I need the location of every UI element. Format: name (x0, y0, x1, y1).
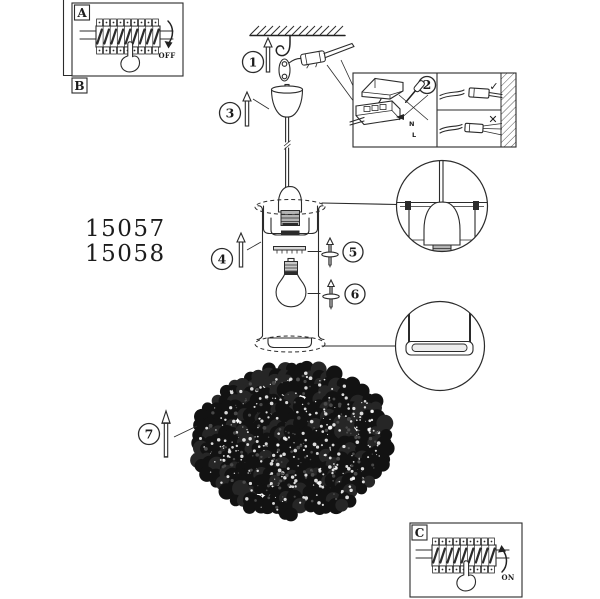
pendant-cord (283, 116, 291, 189)
step-3-number: 3 (226, 106, 235, 121)
retainer-disc (273, 246, 306, 254)
cable-connector-icon (300, 50, 326, 69)
step-4: 4 (210, 232, 262, 271)
step-3: 3 (218, 91, 270, 127)
glass-cylinder (254, 199, 326, 353)
bottom-ring-dashed (254, 335, 326, 353)
up-arrow-icon (236, 232, 246, 268)
up-arrow-icon (263, 37, 273, 73)
detail-leader-top (321, 202, 399, 206)
section-c-box: C ON (409, 522, 523, 598)
detail-circle-base (394, 300, 486, 392)
step-5: 5 (307, 237, 364, 269)
socket-cone (270, 185, 310, 236)
up-arrow-icon (242, 91, 252, 127)
ceiling-canopy (270, 83, 304, 118)
light-bulb (275, 257, 307, 308)
detail-circle-socket (395, 159, 489, 253)
hanging-link-and-connector (278, 42, 362, 107)
section-a-box: A OFF (71, 2, 184, 77)
section-c-label: C (415, 526, 425, 540)
step-2-callout-box: 2 N L (349, 72, 517, 148)
ceiling-hook-icon (275, 34, 291, 57)
flower-ball-shade (190, 360, 395, 522)
ceiling (249, 25, 346, 37)
insert-arrow-icon (396, 114, 404, 120)
cross-mark: ✕ (488, 113, 497, 126)
page-edge (62, 0, 73, 77)
wrong-wiring: ✕ (439, 113, 503, 136)
on-label: ON (501, 573, 514, 582)
neutral-label: N (409, 120, 414, 128)
bottom-cap (267, 337, 313, 349)
top-ring-dashed (254, 199, 326, 215)
correct-wiring: ✓ (439, 80, 503, 100)
model-number-2: 15058 (85, 241, 166, 267)
up-arrow-icon (161, 410, 171, 458)
step-1-number: 1 (249, 55, 258, 70)
step-1: 1 (241, 37, 273, 74)
model-numbers: 15057 15058 (85, 216, 166, 267)
opened-connector (349, 77, 404, 126)
top-collar (262, 205, 319, 235)
step-2-number: 2 (423, 77, 432, 92)
check-mark: ✓ (489, 80, 498, 93)
step-6-number: 6 (351, 287, 360, 302)
step-7: 7 (137, 410, 198, 458)
section-b-label: B (74, 79, 84, 93)
section-a-label: A (76, 6, 87, 20)
wall-hatch (500, 72, 517, 148)
no-screwdriver (398, 80, 429, 121)
live-label: L (412, 131, 416, 139)
ceiling-hatching (249, 25, 344, 36)
step-7-number: 7 (145, 427, 154, 442)
step-4-number: 4 (218, 252, 227, 267)
off-label: OFF (159, 51, 176, 60)
section-b-label-box: B (71, 77, 88, 94)
step-5-number: 5 (349, 245, 358, 260)
step-6: 6 (307, 279, 366, 311)
screwdriver-icon (404, 80, 425, 104)
model-number-1: 15057 (85, 216, 166, 242)
